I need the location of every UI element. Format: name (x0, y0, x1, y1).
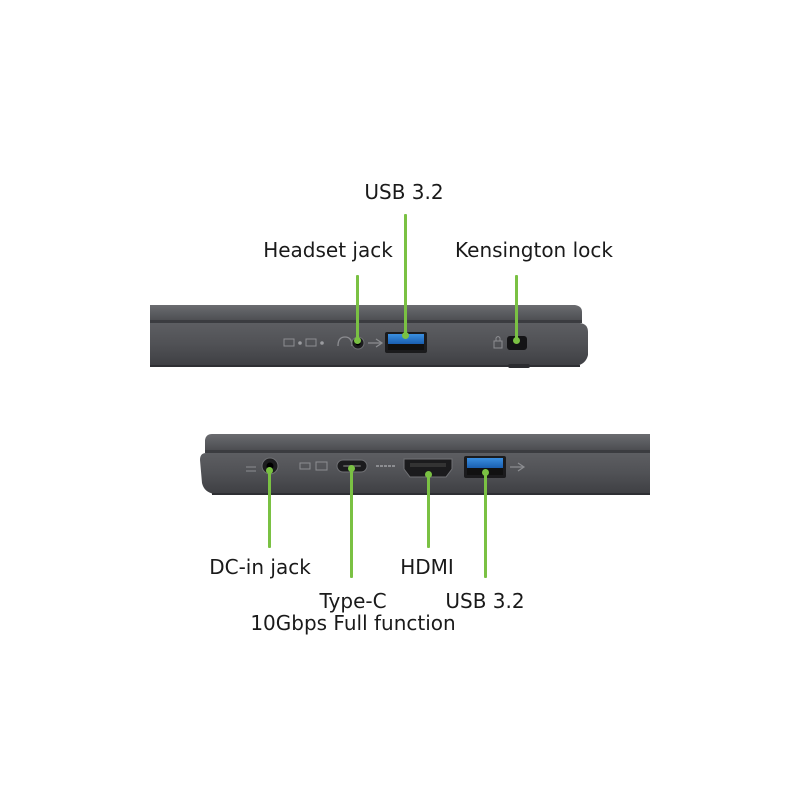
leader-line-dc-in (266, 467, 273, 548)
label-kensington-lock: Kensington lock (455, 238, 613, 262)
hdmi-port (403, 458, 453, 478)
top-laptop-lid (150, 305, 582, 323)
label-usb-bottom: USB 3.2 (445, 589, 525, 613)
power-icon (246, 466, 256, 472)
label-dc-in-jack: DC-in jack (209, 555, 311, 579)
status-led-icons (283, 338, 324, 347)
usb-port-top (385, 332, 427, 353)
leader-line-headset (354, 275, 361, 344)
top-laptop-base (150, 323, 588, 368)
label-usb-top: USB 3.2 (364, 180, 444, 204)
leader-line-kensington (513, 275, 520, 344)
lock-icon (493, 336, 503, 349)
leader-line-usb-bottom (482, 469, 489, 578)
leader-line-type-c (348, 465, 355, 578)
label-headset-jack: Headset jack (263, 238, 393, 262)
label-hdmi: HDMI (400, 555, 454, 579)
bottom-laptop-lid (205, 434, 650, 453)
label-type-c-line2: 10Gbps Full function (250, 611, 456, 635)
leader-line-usb-top (402, 214, 409, 339)
usb-symbol-icon (368, 338, 384, 348)
headset-icon (337, 336, 353, 347)
thunderbolt-icon (299, 461, 328, 471)
usb-symbol-icon-bottom (510, 462, 526, 472)
leader-line-hdmi (425, 471, 432, 548)
label-type-c-line1: Type-C (319, 589, 387, 613)
